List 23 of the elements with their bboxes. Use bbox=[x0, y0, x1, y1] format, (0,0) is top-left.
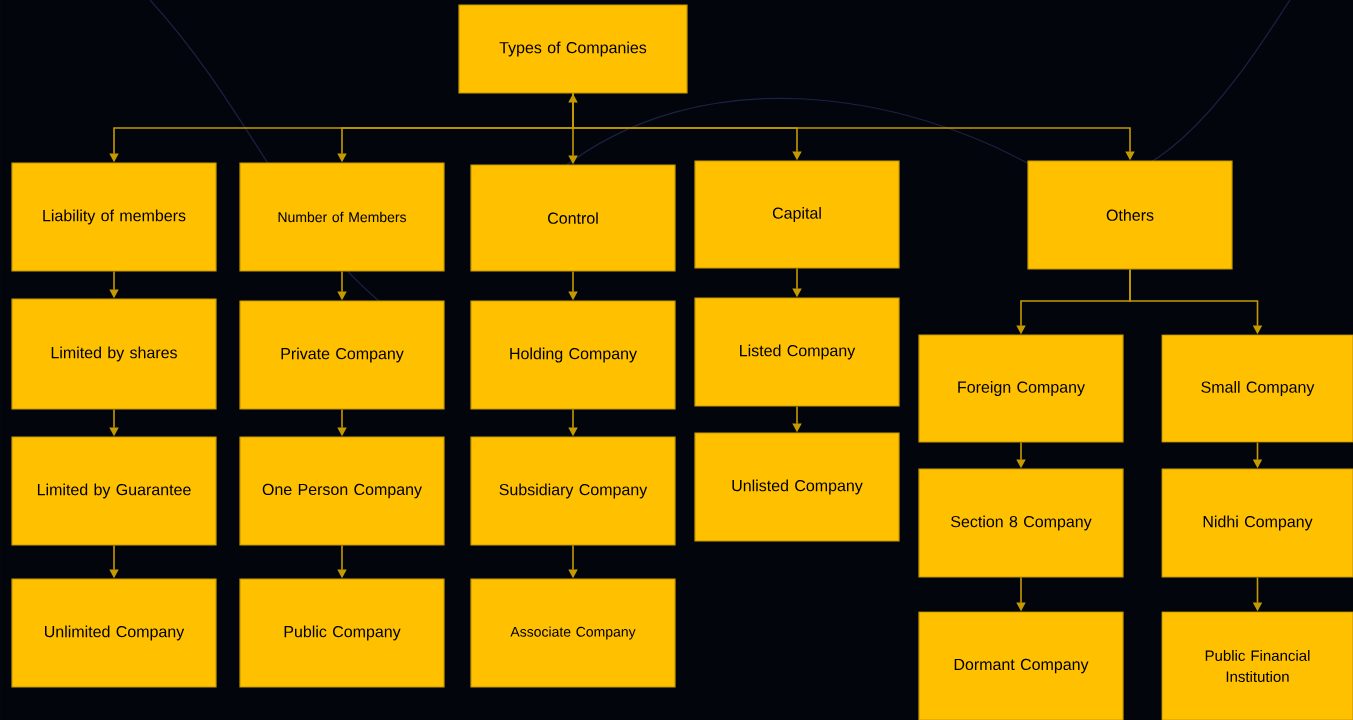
company-type-box: Unlisted Company bbox=[694, 432, 900, 542]
category-box: Others bbox=[1027, 160, 1233, 270]
category-box: Capital bbox=[694, 160, 900, 269]
company-type-box: Private Company bbox=[239, 300, 445, 410]
category-box: Number of Members bbox=[239, 162, 445, 272]
company-type-box: One Person Company bbox=[239, 436, 445, 546]
company-type-box: Subsidiary Company bbox=[470, 436, 676, 546]
category-box: Control bbox=[470, 164, 676, 272]
company-type-box: Limited by Guarantee bbox=[11, 436, 217, 546]
company-type-box: Unlimited Company bbox=[11, 578, 217, 688]
title-box: Types of Companies bbox=[458, 4, 688, 94]
company-type-box: Public Company bbox=[239, 578, 445, 688]
company-type-box: Associate Company bbox=[470, 578, 676, 688]
company-type-box: Limited by shares bbox=[11, 298, 217, 410]
company-type-box: Section 8 Company bbox=[918, 468, 1124, 578]
company-type-box: Dormant Company bbox=[918, 611, 1124, 720]
company-type-box: Small Company bbox=[1161, 334, 1353, 443]
category-box: Liability of members bbox=[11, 162, 217, 272]
company-type-box: Nidhi Company bbox=[1161, 468, 1353, 578]
company-type-box: Holding Company bbox=[470, 300, 676, 410]
company-type-box: Listed Company bbox=[694, 297, 900, 407]
company-type-box: Public Financial Institution bbox=[1161, 611, 1353, 720]
company-type-box: Foreign Company bbox=[918, 334, 1124, 443]
